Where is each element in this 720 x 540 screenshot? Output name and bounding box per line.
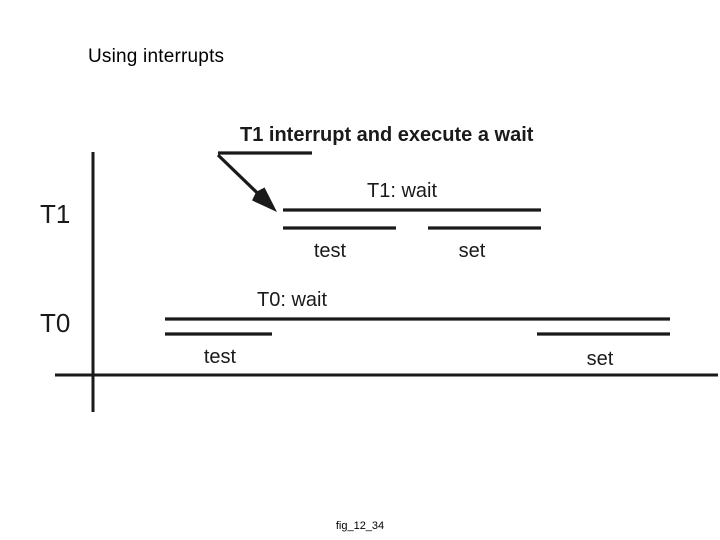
interrupt-arrow-group xyxy=(216,151,312,212)
lane-t1-segment-test-label: test xyxy=(313,240,347,262)
axis-label-t0: T0 xyxy=(40,308,71,338)
figure-caption: fig_12_34 xyxy=(335,520,385,532)
interrupt-annotation-label: T1 interrupt and execute a wait xyxy=(240,124,534,146)
annotation-arrowhead xyxy=(252,187,277,212)
lane-t1-segment-set-label: set xyxy=(458,240,486,262)
lane-t1-wait-label: T1: wait xyxy=(366,180,438,202)
axis-label-t1: T1 xyxy=(40,199,71,229)
lane-t0-segment-test-label: test xyxy=(203,346,237,368)
lane-t0-segment-set-label: set xyxy=(586,348,614,370)
page-title: Using interrupts xyxy=(88,46,225,67)
lane-bars-group xyxy=(165,208,670,336)
lane-t0-wait-label: T0: wait xyxy=(256,289,328,311)
annotation-arrow-shaft xyxy=(216,153,264,200)
